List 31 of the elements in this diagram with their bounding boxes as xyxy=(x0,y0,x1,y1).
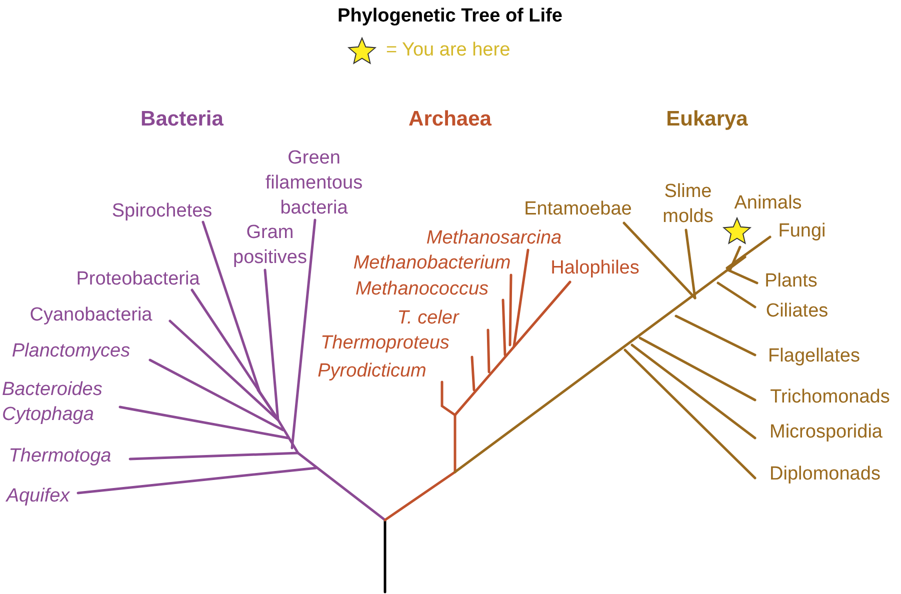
domain-heading: Archaea xyxy=(408,106,492,132)
taxon-label: Slime molds xyxy=(662,180,714,229)
taxon-label: Gram positives xyxy=(232,221,308,270)
taxon-label: Spirochetes xyxy=(112,200,212,224)
taxon-label: Entamoebae xyxy=(524,198,632,222)
taxon-label: Aquifex xyxy=(6,484,70,508)
taxon-label: Green filamentous bacteria xyxy=(264,146,364,220)
taxon-label: Halophiles xyxy=(550,256,640,280)
taxon-label: Flagellates xyxy=(768,344,860,368)
taxon-label: Methanococcus xyxy=(355,278,489,302)
domain-heading: Eukarya xyxy=(666,106,748,132)
taxon-label: Thermotoga xyxy=(8,444,112,468)
taxon-label: Cyanobacteria xyxy=(30,304,152,328)
legend-text: = You are here xyxy=(386,38,510,62)
taxon-label: Fungi xyxy=(778,220,826,244)
diagram-title: Phylogenetic Tree of Life xyxy=(338,4,562,28)
taxon-label: Methanobacterium xyxy=(353,252,511,276)
taxon-label: Trichomonads xyxy=(770,386,890,410)
taxon-label: T. celer xyxy=(397,306,459,330)
taxon-label: Methanosarcina xyxy=(426,226,562,250)
taxon-label: Diplomonads xyxy=(770,462,880,486)
taxon-label: Bacteroides Cytophaga xyxy=(2,378,104,427)
taxon-label: Animals xyxy=(734,192,802,216)
taxon-label: Microsporidia xyxy=(770,420,882,444)
taxon-label: Proteobacteria xyxy=(76,268,200,292)
domain-heading: Bacteria xyxy=(140,106,224,132)
taxon-label: Thermoproteus xyxy=(320,332,450,356)
taxon-label: Plants xyxy=(764,270,818,294)
taxon-label: Ciliates xyxy=(766,300,828,324)
taxon-label: Planctomyces xyxy=(12,340,130,364)
taxon-label: Pyrodicticum xyxy=(318,360,426,384)
